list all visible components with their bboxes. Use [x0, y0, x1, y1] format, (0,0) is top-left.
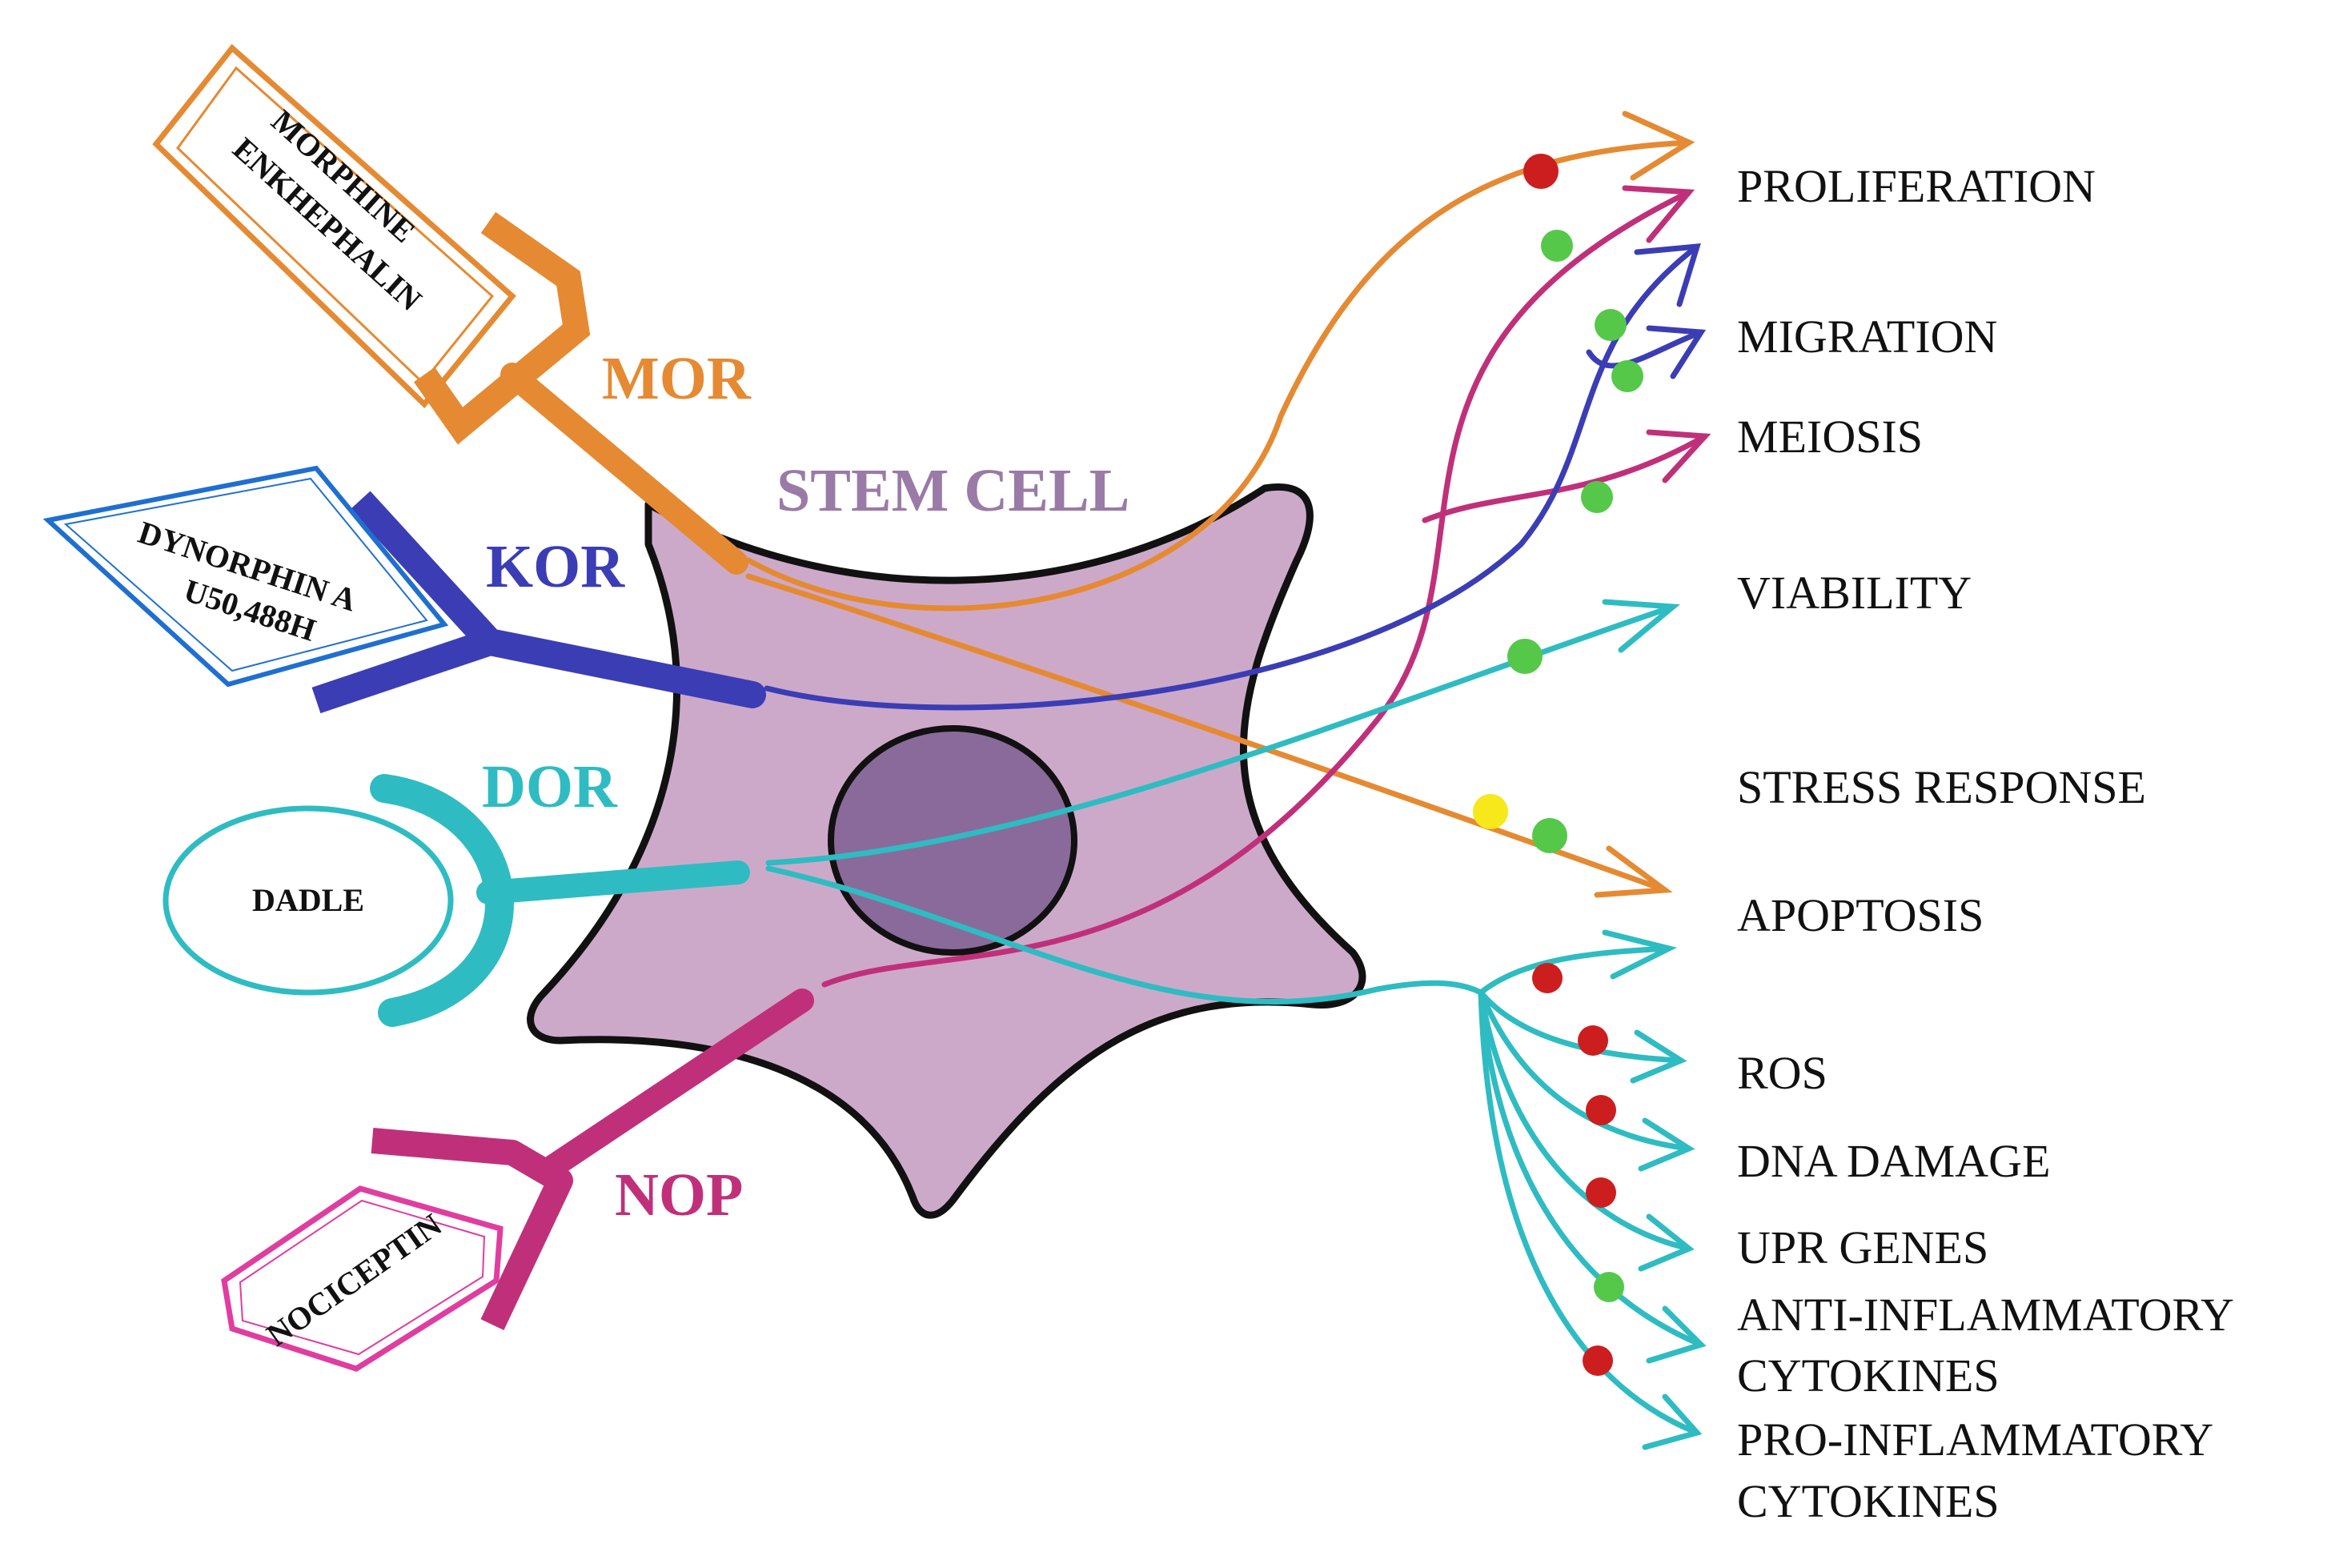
arrowhead-migration-kor-2	[1646, 325, 1707, 379]
dot-fan-top	[1532, 963, 1563, 993]
dot-migration-2	[1611, 360, 1643, 392]
arrowhead-proliferation-nop	[1622, 185, 1695, 243]
arrowhead-upr	[1638, 1213, 1695, 1272]
outcome-stress-response: STRESS RESPONSE	[1737, 761, 2146, 813]
nop-path-proliferation	[821, 189, 1692, 988]
arrowhead-meiosis-nop	[1646, 429, 1711, 483]
outcome-migration: MIGRATION	[1737, 311, 1997, 363]
dor-receptor	[370, 774, 750, 1027]
dot-anti-inflammatory	[1594, 1272, 1624, 1302]
dor-ligand-line-1: DADLE	[252, 882, 364, 918]
mor-path-apoptosis	[745, 573, 1668, 893]
outcome-anti-inflammatory-2: CYTOKINES	[1737, 1349, 2000, 1402]
fan-branch-pro	[1478, 989, 1700, 1436]
arrowhead-apoptosis-mor	[1594, 845, 1673, 898]
kor-receptor	[311, 491, 766, 714]
arrowhead-ros	[1630, 1029, 1687, 1084]
outcome-ros: ROS	[1737, 1047, 1827, 1099]
arrowhead-migration-kor-1	[1634, 243, 1701, 307]
dot-proliferation-mor	[1523, 154, 1559, 189]
mor-receptor	[413, 211, 748, 575]
dot-proliferation-nop	[1541, 230, 1573, 262]
mor-path-proliferation	[745, 139, 1692, 612]
outcome-proliferation: PROLIFERATION	[1737, 160, 2096, 212]
dot-viability	[1507, 639, 1543, 674]
outcome-anti-inflammatory-1: ANTI-INFLAMMATORY	[1737, 1289, 2234, 1341]
dot-dna-damage	[1586, 1095, 1616, 1125]
arrowhead-viability-dor	[1602, 599, 1680, 653]
dot-apoptosis	[1532, 818, 1567, 853]
fan-branch-ros	[1478, 989, 1684, 1064]
fan-stem	[1478, 945, 1672, 996]
dot-migration-1	[1595, 309, 1627, 341]
fan-branch-dna	[1478, 989, 1692, 1152]
dot-ros	[1578, 1025, 1608, 1056]
mor-ligand: MORPHINE ENKHEPHALIN	[152, 43, 516, 409]
outcome-dna-damage: DNA DAMAGE	[1737, 1135, 2051, 1187]
arrowhead-dna	[1638, 1117, 1695, 1172]
outcome-pro-inflammatory-1: PRO-INFLAMMATORY	[1737, 1414, 2213, 1466]
nop-receptor	[371, 989, 814, 1330]
mor-label: MOR	[602, 345, 752, 412]
kor-ligand: DYNORPHIN A U50,488H	[42, 465, 449, 688]
fan-branch-anti	[1478, 989, 1704, 1348]
dot-meiosis	[1581, 481, 1613, 513]
arrowhead-proliferation-mor	[1622, 110, 1695, 181]
dot-pro-inflammatory	[1583, 1345, 1613, 1376]
outcome-pro-inflammatory-2: CYTOKINES	[1737, 1475, 2000, 1527]
arrowhead-fan-top	[1602, 929, 1678, 980]
nop-ligand: NOCICEPTIN	[221, 1185, 504, 1372]
nucleus	[828, 725, 1077, 956]
dor-path-fan	[765, 865, 1484, 1005]
stem-cell-label: STEM CELL	[776, 457, 1129, 524]
outcome-apoptosis: APOPTOSIS	[1737, 889, 1984, 941]
dor-ligand: DADLE	[162, 805, 454, 996]
dot-upr-genes	[1586, 1177, 1616, 1208]
nop-label: NOP	[615, 1161, 743, 1229]
arrowhead-anti	[1646, 1305, 1707, 1364]
outcome-upr-genes: UPR GENES	[1737, 1221, 1988, 1273]
arrowhead-pro	[1642, 1394, 1703, 1450]
nop-path-meiosis	[1422, 433, 1708, 523]
outcome-meiosis: MEIOSIS	[1737, 411, 1923, 463]
dor-label: DOR	[482, 753, 618, 820]
kor-label: KOR	[486, 533, 625, 600]
dot-stress-response	[1473, 794, 1508, 829]
outcome-viability: VIABILITY	[1737, 567, 1972, 619]
fan-branch-upr	[1478, 989, 1692, 1252]
